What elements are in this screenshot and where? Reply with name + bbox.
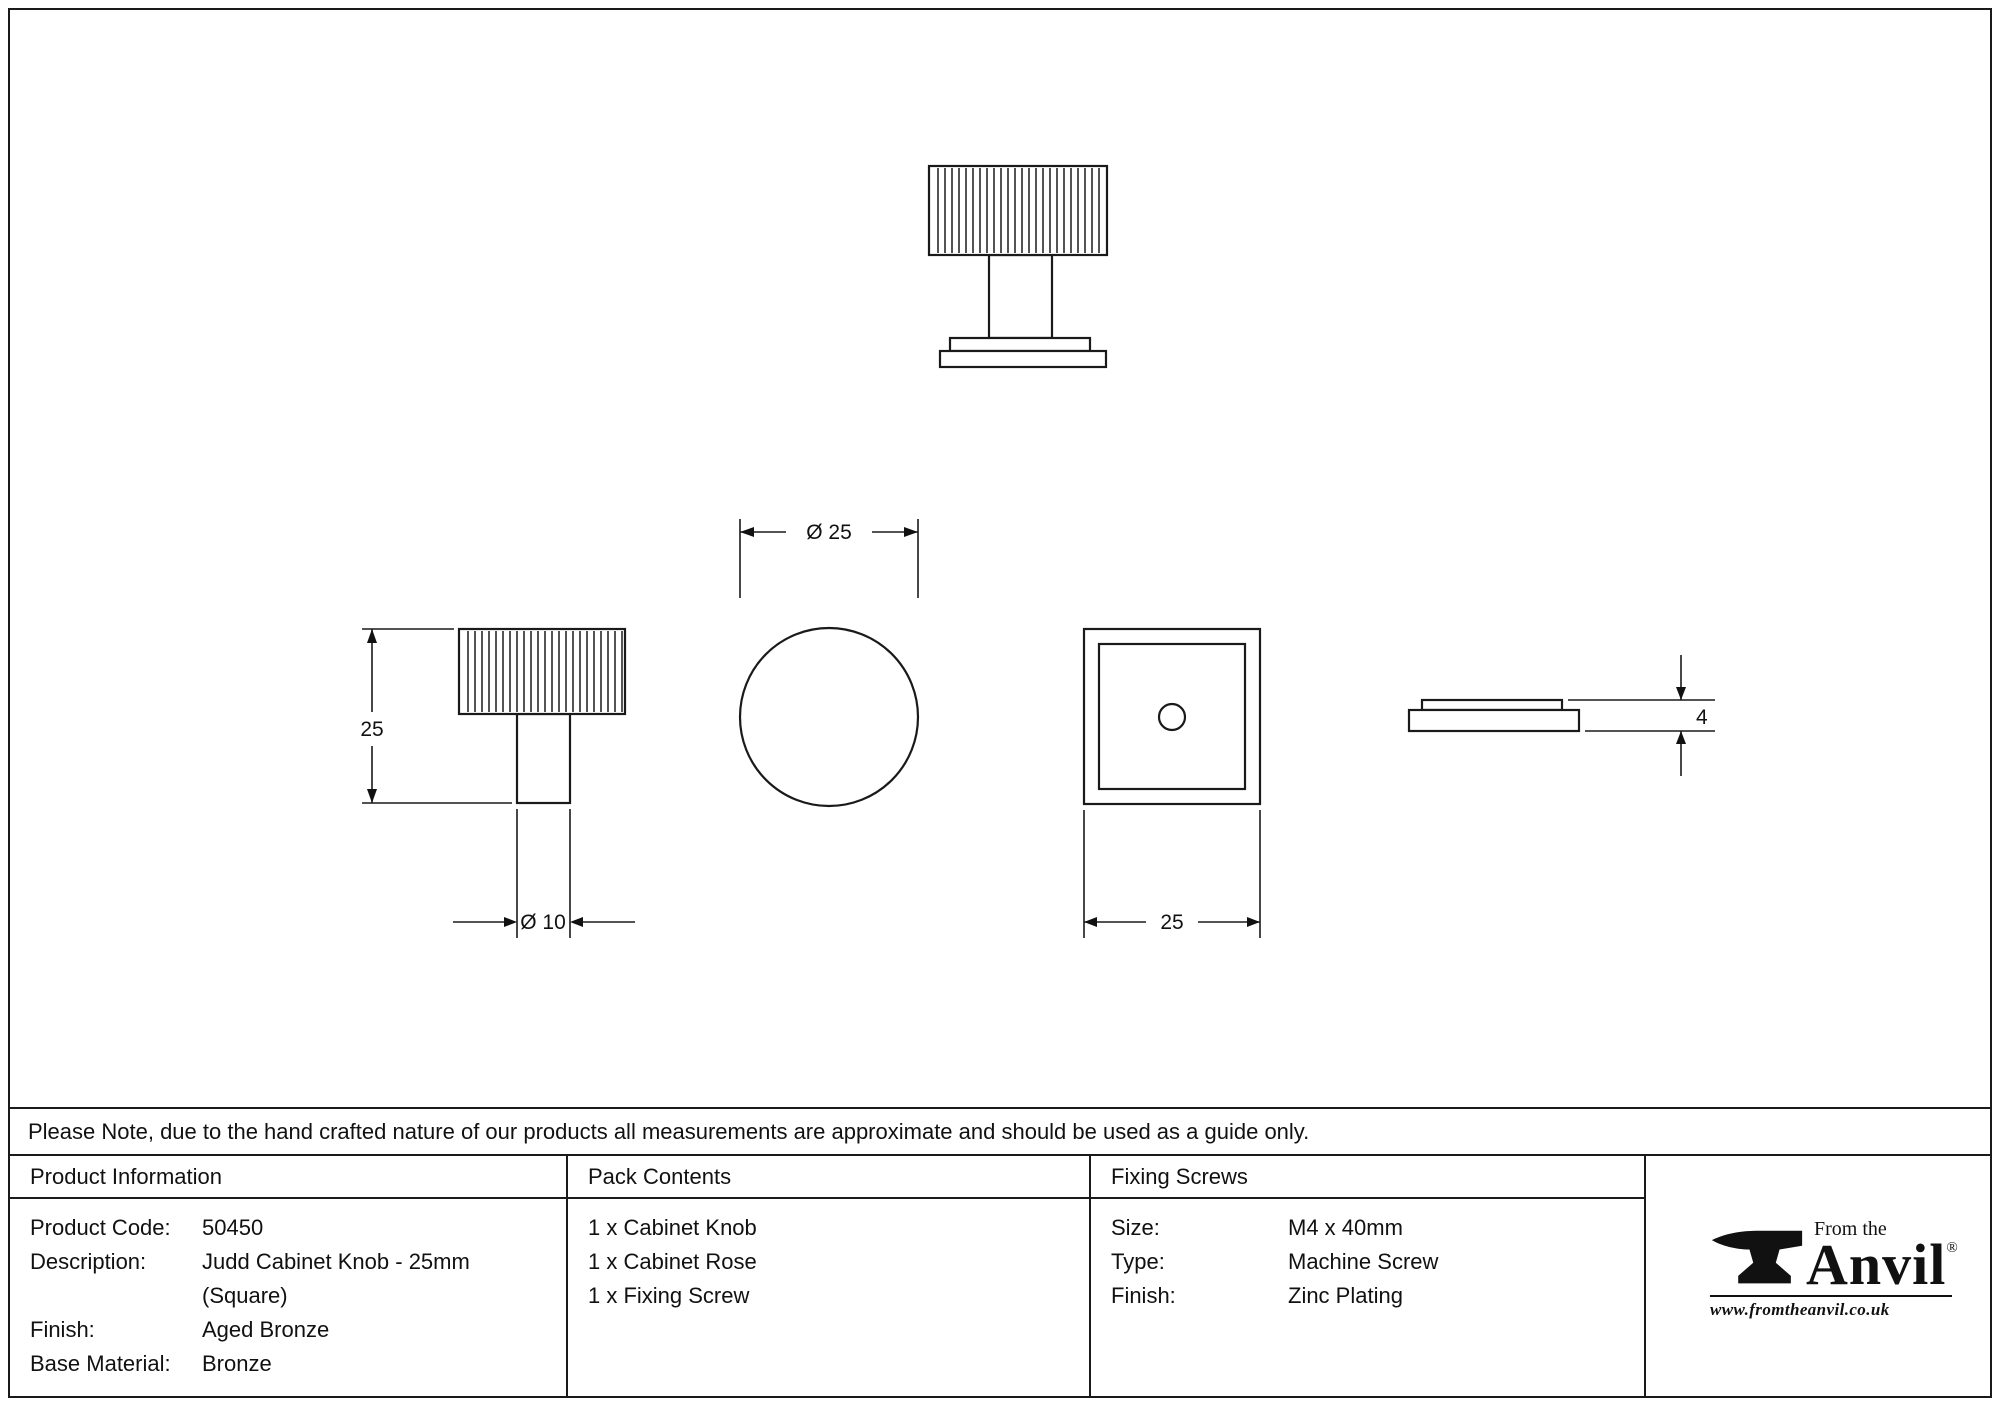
logo-divider (1710, 1295, 1952, 1297)
fixing-screws-column: Fixing Screws Size: M4 x 40mm Type: Mach… (1091, 1156, 1646, 1396)
face-view-dimensions: Ø 25 (739, 519, 919, 598)
pack-contents-body: 1 x Cabinet Knob 1 x Cabinet Rose 1 x Fi… (568, 1199, 1089, 1313)
product-information-column: Product Information Product Code: 50450 … (10, 1156, 568, 1396)
row-value: Machine Screw (1288, 1249, 1439, 1274)
row-value: M4 x 40mm (1288, 1215, 1403, 1240)
row-value: Aged Bronze (202, 1317, 330, 1342)
table-row: (Square) (30, 1279, 546, 1313)
row-value: Bronze (202, 1351, 272, 1376)
table-row: Finish: Aged Bronze (30, 1313, 546, 1347)
anvil-icon (1711, 1230, 1803, 1284)
pack-contents-header: Pack Contents (568, 1156, 1089, 1199)
row-value: Zinc Plating (1288, 1283, 1403, 1308)
table-row: Finish: Zinc Plating (1111, 1279, 1624, 1313)
side-view-dimensions: 25 Ø 10 (360, 628, 635, 938)
knurl-hatch-side (467, 631, 623, 712)
back-view-dimensions: 25 (1083, 810, 1261, 938)
dim-base-width: 25 (1160, 911, 1183, 934)
row-value: 50450 (202, 1215, 264, 1240)
pack-contents-column: Pack Contents 1 x Cabinet Knob 1 x Cabin… (568, 1156, 1091, 1396)
table-row: Size: M4 x 40mm (1111, 1211, 1624, 1245)
list-item: 1 x Fixing Screw (588, 1283, 750, 1308)
rose-profile-dimensions: 4 (1568, 655, 1715, 776)
dim-head-height: 25 (360, 718, 383, 741)
brand-logo: From the Anvil® www.fromtheanvil.co.uk (1710, 1218, 1970, 1320)
row-label: Size: (1111, 1215, 1160, 1240)
dim-stem-diameter: Ø 10 (520, 911, 566, 934)
table-row: Description: Judd Cabinet Knob - 25mm (30, 1245, 546, 1279)
list-item: 1 x Cabinet Knob (588, 1215, 757, 1240)
technical-drawing: 25 Ø 10 Ø 25 (360, 164, 1715, 938)
rose-profile-view (1407, 698, 1581, 733)
row-label: Description: (30, 1249, 147, 1274)
info-tables: Product Information Product Code: 50450 … (10, 1156, 1990, 1396)
fixing-screws-header: Fixing Screws (1091, 1156, 1644, 1199)
row-label (30, 1279, 202, 1313)
row-label: Type: (1111, 1249, 1165, 1274)
brand-column: From the Anvil® www.fromtheanvil.co.uk (1646, 1156, 1990, 1396)
registered-mark: ® (1946, 1240, 1958, 1256)
logo-text: From the Anvil® (1806, 1218, 1958, 1294)
fixing-screws-body: Size: M4 x 40mm Type: Machine Screw Fini… (1091, 1199, 1644, 1313)
table-row: Base Material: Bronze (30, 1347, 546, 1381)
side-view (457, 627, 627, 805)
row-value: (Square) (202, 1283, 288, 1308)
note-bar: Please Note, due to the hand crafted nat… (10, 1107, 1990, 1156)
row-label: Base Material: (30, 1351, 171, 1376)
logo-row: From the Anvil® (1710, 1218, 1970, 1294)
row-value: Judd Cabinet Knob - 25mm (202, 1249, 470, 1274)
note-text: Please Note, due to the hand crafted nat… (28, 1118, 1310, 1144)
back-view (1082, 627, 1262, 806)
product-information-header: Product Information (10, 1156, 566, 1199)
list-item: 1 x Cabinet Rose (588, 1249, 757, 1274)
logo-brand-name: Anvil (1806, 1232, 1947, 1297)
product-information-body: Product Code: 50450 Description: Judd Ca… (10, 1199, 566, 1381)
knurl-hatch-front (937, 168, 1100, 253)
face-view (738, 626, 920, 808)
row-label: Product Code: (30, 1215, 171, 1240)
dim-knob-diameter: Ø 25 (806, 521, 852, 544)
logo-from-the: From the (1814, 1218, 1887, 1240)
sheet-border: 25 Ø 10 Ø 25 (8, 8, 1992, 1398)
logo-website-url: www.fromtheanvil.co.uk (1710, 1300, 1890, 1319)
table-row: Product Code: 50450 (30, 1211, 546, 1245)
table-row: Type: Machine Screw (1111, 1245, 1624, 1279)
front-elevation-view (927, 164, 1109, 369)
row-label: Finish: (30, 1317, 95, 1342)
row-label: Finish: (1111, 1283, 1176, 1308)
dim-rose-thickness: 4 (1696, 706, 1708, 729)
